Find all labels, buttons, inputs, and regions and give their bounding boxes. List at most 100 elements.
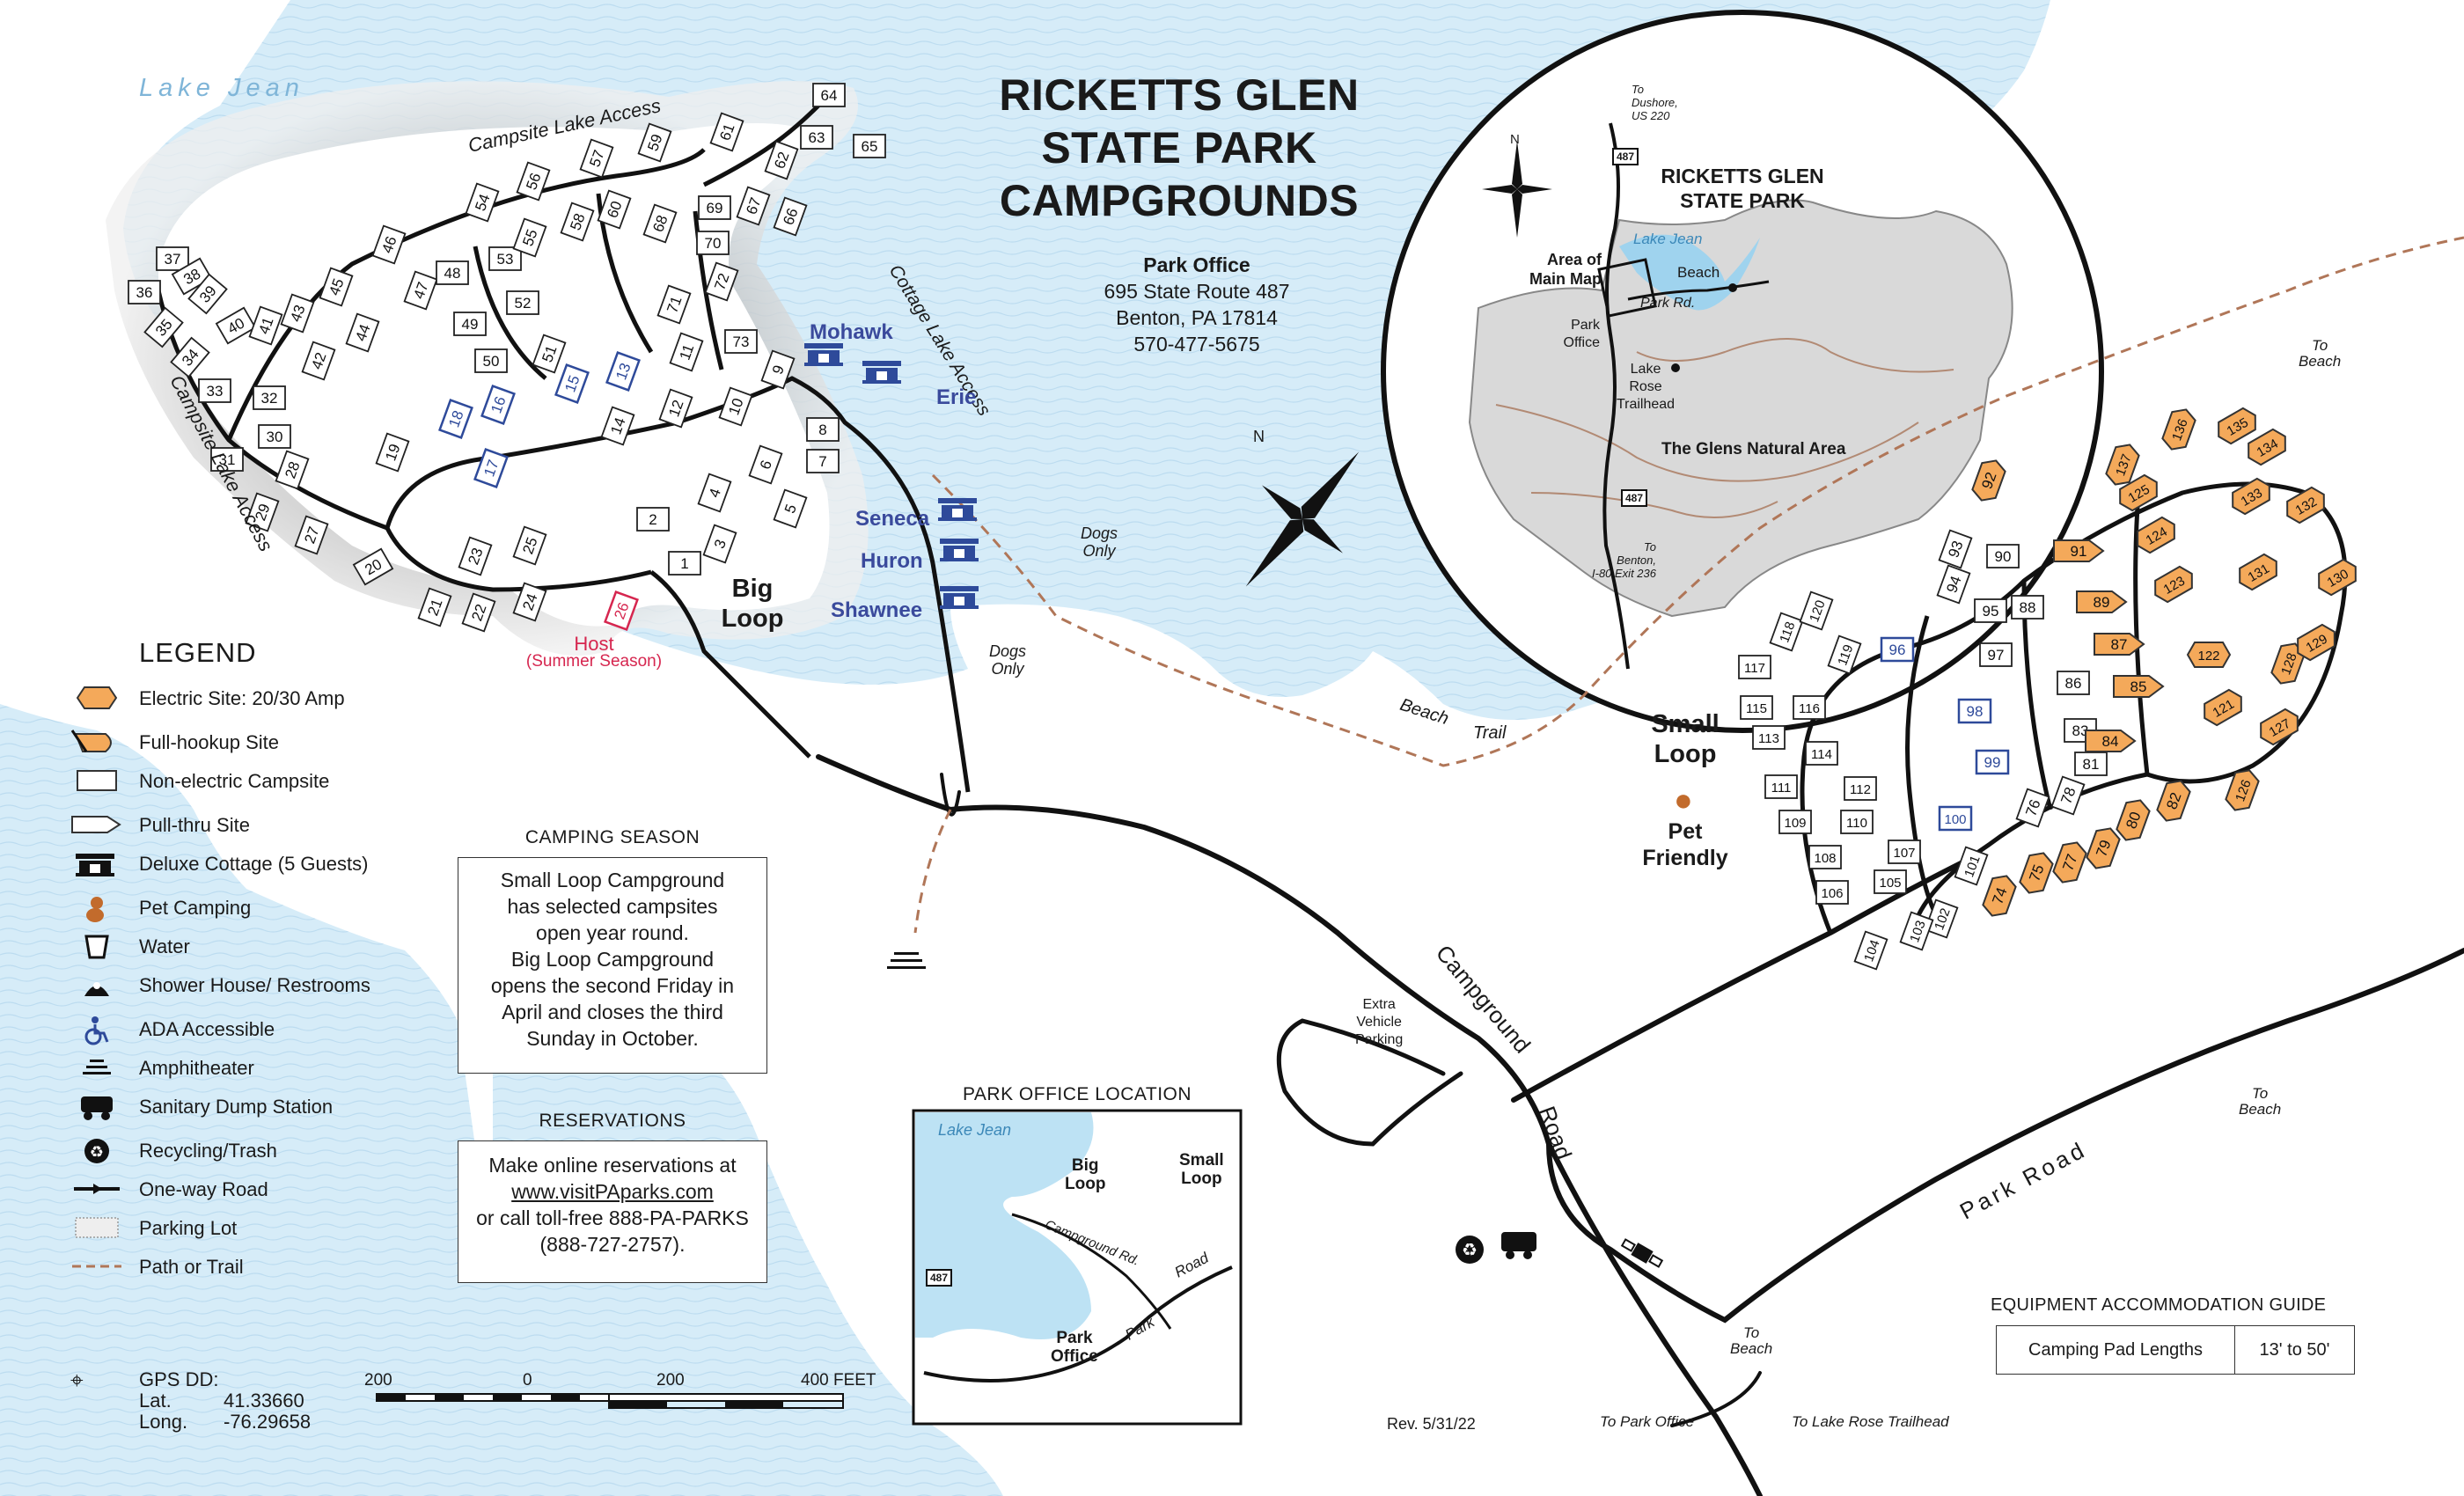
campsite-2[interactable]: 2 [636, 507, 670, 532]
campsite-23[interactable]: 23 [458, 536, 493, 576]
campsite-58[interactable]: 58 [560, 202, 595, 242]
campsite-34[interactable]: 34 [170, 336, 210, 378]
campsite-129[interactable]: 129 [2292, 621, 2341, 664]
cottage-huron[interactable]: Huron [861, 549, 923, 573]
campsite-35[interactable]: 35 [143, 306, 184, 348]
campsite-118[interactable]: 118 [1769, 612, 1804, 652]
campsite-16[interactable]: 16 [480, 385, 516, 425]
campsite-113[interactable]: 113 [1752, 725, 1786, 750]
campsite-98[interactable]: 98 [1957, 698, 1992, 724]
campsite-55[interactable]: 55 [512, 217, 547, 258]
campsite-103[interactable]: 103 [1899, 911, 1934, 951]
campsite-19[interactable]: 19 [375, 432, 410, 473]
campsite-81[interactable]: 81 [2074, 752, 2108, 776]
campsite-63[interactable]: 63 [800, 125, 833, 150]
campsite-50[interactable]: 50 [474, 348, 508, 373]
campsite-24[interactable]: 24 [512, 582, 547, 622]
campsite-48[interactable]: 48 [436, 260, 469, 285]
campsite-64[interactable]: 64 [812, 83, 846, 107]
campsite-57[interactable]: 57 [579, 138, 614, 179]
campsite-76[interactable]: 76 [2015, 788, 2050, 828]
campsite-120[interactable]: 120 [1799, 590, 1834, 631]
campsite-84[interactable]: 84 [2085, 730, 2137, 752]
campsite-11[interactable]: 11 [669, 332, 704, 372]
campsite-128[interactable]: 128 [2270, 640, 2307, 688]
campsite-52[interactable]: 52 [506, 290, 539, 315]
campsite-114[interactable]: 114 [1805, 741, 1838, 766]
campsite-1[interactable]: 1 [668, 551, 701, 576]
campsite-112[interactable]: 112 [1844, 776, 1877, 801]
campsite-115[interactable]: 115 [1740, 695, 1773, 720]
cottage-mohawk[interactable]: Mohawk [810, 320, 893, 344]
campsite-117[interactable]: 117 [1738, 655, 1771, 679]
cottage-seneca[interactable]: Seneca [855, 507, 930, 531]
campsite-70[interactable]: 70 [696, 231, 730, 255]
reservations-link[interactable]: www.visitPAparks.com [511, 1180, 714, 1203]
campsite-78[interactable]: 78 [2050, 775, 2086, 816]
campsite-134[interactable]: 134 [2242, 426, 2292, 468]
campsite-26[interactable]: 26 [604, 590, 639, 631]
campsite-104[interactable]: 104 [1853, 930, 1888, 971]
campsite-132[interactable]: 132 [2281, 484, 2330, 526]
campsite-74[interactable]: 74 [1981, 872, 2019, 920]
campsite-61[interactable]: 61 [709, 112, 744, 152]
campsite-107[interactable]: 107 [1888, 840, 1921, 864]
campsite-130[interactable]: 130 [2313, 556, 2362, 598]
campsite-137[interactable]: 137 [2104, 441, 2142, 489]
campsite-21[interactable]: 21 [417, 587, 452, 627]
campsite-111[interactable]: 111 [1764, 774, 1798, 799]
campsite-121[interactable]: 121 [2198, 686, 2248, 729]
campsite-67[interactable]: 67 [736, 186, 771, 226]
campsite-85[interactable]: 85 [2113, 675, 2165, 698]
campsite-95[interactable]: 95 [1974, 598, 2007, 623]
campsite-68[interactable]: 68 [642, 203, 678, 244]
campsite-15[interactable]: 15 [554, 363, 590, 404]
campsite-44[interactable]: 44 [345, 312, 380, 353]
campsite-90[interactable]: 90 [1986, 544, 2020, 568]
campsite-96[interactable]: 96 [1880, 636, 1915, 663]
campsite-97[interactable]: 97 [1979, 642, 2013, 667]
campsite-60[interactable]: 60 [597, 189, 632, 230]
campsite-33[interactable]: 33 [198, 378, 231, 403]
cottage-shawnee[interactable]: Shawnee [831, 598, 923, 622]
campsite-123[interactable]: 123 [2149, 563, 2198, 605]
campsite-109[interactable]: 109 [1778, 810, 1812, 834]
campsite-18[interactable]: 18 [438, 399, 473, 439]
campsite-72[interactable]: 72 [704, 261, 739, 302]
campsite-122[interactable]: 122 [2186, 642, 2232, 668]
cottage-erie[interactable]: Erie [936, 385, 977, 409]
campsite-13[interactable]: 13 [605, 351, 641, 392]
campsite-17[interactable]: 17 [473, 448, 509, 488]
campsite-108[interactable]: 108 [1808, 845, 1842, 869]
campsite-42[interactable]: 42 [301, 341, 336, 381]
campsite-93[interactable]: 93 [1938, 529, 1973, 569]
campsite-41[interactable]: 41 [248, 305, 283, 346]
campsite-4[interactable]: 4 [697, 473, 732, 513]
campsite-106[interactable]: 106 [1815, 880, 1849, 905]
campsite-3[interactable]: 3 [702, 524, 737, 564]
campsite-8[interactable]: 8 [806, 417, 840, 442]
campsite-22[interactable]: 22 [461, 592, 496, 633]
campsite-65[interactable]: 65 [853, 134, 886, 158]
campsite-39[interactable]: 39 [187, 273, 228, 315]
campsite-40[interactable]: 40 [215, 306, 257, 345]
campsite-12[interactable]: 12 [658, 388, 693, 429]
campsite-7[interactable]: 7 [806, 449, 840, 473]
campsite-92[interactable]: 92 [1970, 457, 2008, 505]
campsite-102[interactable]: 102 [1924, 898, 1959, 939]
campsite-131[interactable]: 131 [2233, 551, 2283, 593]
campsite-27[interactable]: 27 [294, 515, 329, 555]
campsite-75[interactable]: 75 [2018, 849, 2056, 898]
campsite-6[interactable]: 6 [748, 444, 783, 485]
campsite-51[interactable]: 51 [532, 334, 567, 374]
campsite-47[interactable]: 47 [403, 270, 438, 311]
campsite-29[interactable]: 29 [245, 492, 280, 532]
campsite-119[interactable]: 119 [1827, 634, 1862, 675]
campsite-116[interactable]: 116 [1793, 695, 1826, 720]
campsite-133[interactable]: 133 [2226, 475, 2276, 517]
campsite-73[interactable]: 73 [724, 329, 758, 354]
campsite-53[interactable]: 53 [488, 246, 522, 271]
campsite-28[interactable]: 28 [275, 450, 310, 490]
campsite-79[interactable]: 79 [2085, 825, 2123, 873]
campsite-69[interactable]: 69 [698, 195, 731, 220]
